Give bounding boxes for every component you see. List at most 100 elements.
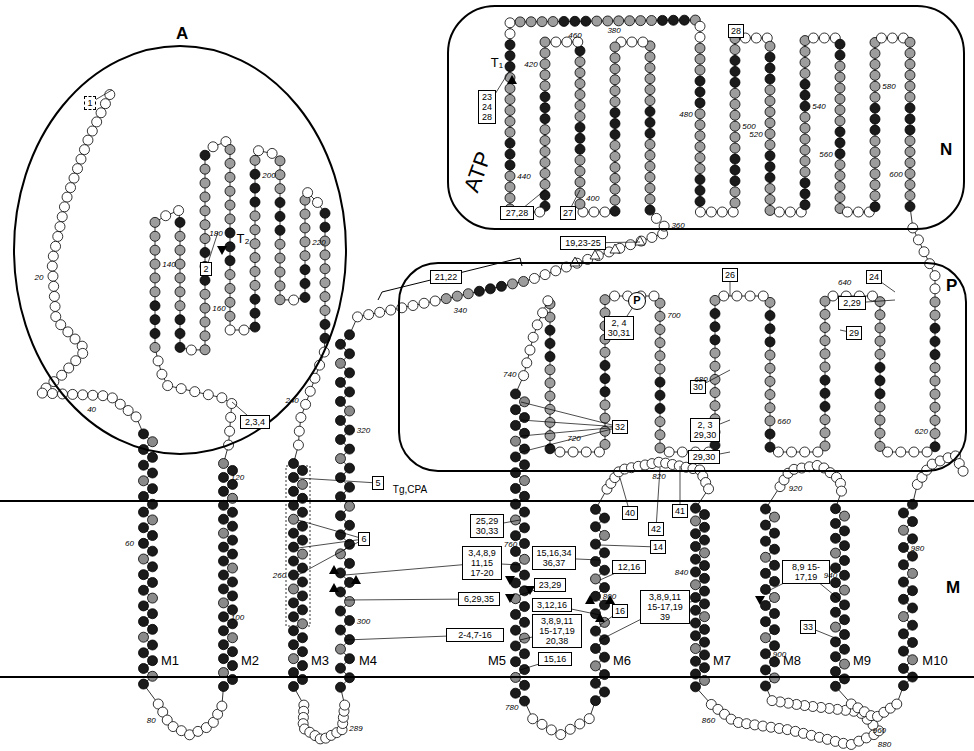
residue-number: 260 bbox=[273, 571, 286, 580]
residue-circle bbox=[289, 612, 299, 622]
residue-circle bbox=[638, 37, 648, 47]
residue-circle bbox=[239, 325, 249, 335]
residue-number: 820 bbox=[652, 472, 665, 481]
residue-circle bbox=[76, 154, 86, 164]
residue-circle bbox=[820, 362, 830, 372]
residue-circle bbox=[870, 136, 880, 146]
residue-circle bbox=[840, 526, 850, 536]
residue-circle bbox=[505, 51, 515, 61]
callout-number: 23,29 bbox=[536, 580, 564, 590]
residue-circle bbox=[176, 384, 186, 394]
residue-circle bbox=[730, 77, 740, 87]
residue-circle bbox=[835, 160, 845, 170]
residue-circle bbox=[53, 231, 63, 241]
callout-box: 27,28 bbox=[500, 206, 534, 220]
residue-circle bbox=[148, 452, 158, 462]
callout-box: 2 bbox=[200, 262, 212, 276]
callout-number: 15,16 bbox=[540, 654, 570, 664]
residue-circle bbox=[765, 118, 775, 128]
residue-circle bbox=[452, 291, 462, 301]
residue-circle bbox=[770, 641, 780, 651]
domain-label: M bbox=[946, 578, 960, 598]
residue-circle bbox=[655, 417, 665, 427]
residue-circle bbox=[174, 206, 184, 216]
residue-number: 860 bbox=[702, 715, 715, 724]
residue-circle bbox=[575, 111, 585, 121]
residue-circle bbox=[645, 107, 655, 117]
residue-circle bbox=[627, 37, 637, 47]
residue-circle bbox=[695, 196, 705, 206]
residue-circle bbox=[139, 460, 149, 470]
residue-circle bbox=[813, 447, 823, 457]
residue-circle bbox=[219, 486, 229, 496]
residue-circle bbox=[540, 114, 550, 124]
residue-circle bbox=[275, 239, 285, 249]
residue-circle bbox=[520, 476, 530, 486]
residue-circle bbox=[710, 388, 720, 398]
residue-circle bbox=[645, 52, 655, 62]
residue-circle bbox=[50, 301, 60, 311]
phospho-circle: P bbox=[628, 292, 646, 310]
residue-circle bbox=[289, 626, 299, 636]
residue-circle bbox=[600, 565, 610, 575]
residue-circle bbox=[345, 406, 355, 416]
residue-circle bbox=[570, 16, 580, 26]
residue-circle bbox=[710, 322, 720, 332]
residue-circle bbox=[591, 557, 601, 567]
residue-circle bbox=[679, 15, 689, 25]
residue-circle bbox=[275, 253, 285, 263]
residue-circle bbox=[556, 730, 566, 740]
residue-circle bbox=[219, 458, 229, 468]
residue-circle bbox=[700, 561, 710, 571]
residue-circle bbox=[892, 699, 902, 709]
residue-circle bbox=[758, 291, 768, 301]
residue-circle bbox=[289, 458, 299, 468]
residue-circle bbox=[289, 570, 299, 580]
residue-circle bbox=[695, 131, 705, 141]
residue-circle bbox=[875, 415, 885, 425]
residue-circle bbox=[131, 412, 141, 422]
residue-circle bbox=[289, 486, 299, 496]
residue-circle bbox=[787, 447, 797, 457]
residue-circle bbox=[219, 570, 229, 580]
part-label: Tg,CPA bbox=[393, 484, 427, 495]
callout-number: 42 bbox=[650, 524, 662, 534]
residue-circle bbox=[581, 447, 591, 457]
residue-circle bbox=[730, 45, 740, 55]
dotted-region bbox=[286, 466, 310, 626]
residue-circle bbox=[930, 389, 940, 399]
residue-circle bbox=[507, 279, 517, 289]
residue-circle bbox=[441, 294, 451, 304]
residue-circle bbox=[545, 352, 555, 362]
residue-circle bbox=[275, 295, 285, 305]
residue-circle bbox=[908, 534, 918, 544]
residue-circle bbox=[887, 33, 897, 43]
residue-circle bbox=[695, 185, 705, 195]
part-label: T₂ bbox=[237, 231, 250, 246]
callout-number: 6 bbox=[360, 534, 368, 544]
residue-circle bbox=[345, 597, 355, 607]
residue-circle bbox=[298, 507, 308, 517]
residue-circle bbox=[930, 297, 940, 307]
residue-circle bbox=[899, 525, 909, 535]
residue-circle bbox=[532, 320, 542, 330]
residue-circle bbox=[175, 273, 185, 283]
residue-circle bbox=[228, 549, 238, 559]
residue-circle bbox=[148, 515, 158, 525]
residue-circle bbox=[353, 312, 363, 322]
residue-circle bbox=[320, 319, 330, 329]
residue-circle bbox=[610, 86, 620, 96]
residue-circle bbox=[545, 378, 555, 388]
residue-circle bbox=[540, 147, 550, 157]
residue-circle bbox=[875, 428, 885, 438]
callout-number: 19,23-25 bbox=[562, 238, 604, 248]
residue-circle bbox=[208, 142, 218, 152]
part-label: M5 bbox=[488, 653, 506, 668]
residue-circle bbox=[345, 616, 355, 626]
residue-circle bbox=[520, 523, 530, 533]
residue-circle bbox=[875, 376, 885, 386]
residue-circle bbox=[591, 678, 601, 688]
residue-circle bbox=[150, 315, 160, 325]
residue-circle bbox=[835, 61, 845, 71]
residue-circle bbox=[298, 563, 308, 573]
